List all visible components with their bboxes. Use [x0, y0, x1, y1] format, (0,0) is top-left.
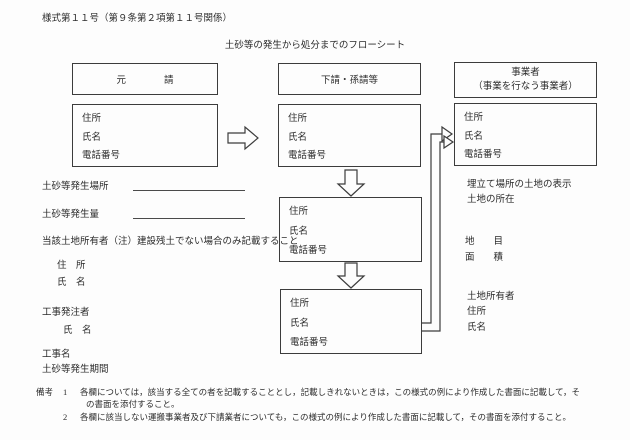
address-label: 住所	[82, 113, 102, 124]
generation-period-label: 土砂等発生期間	[42, 365, 109, 375]
remark-1-number: 1	[63, 387, 68, 397]
landfill-site-title-label: 埋立て場所の土地の表示	[467, 180, 572, 190]
subcontractor-detail-box-3: 住所 氏名 電話番号	[280, 289, 422, 354]
landowner-label: 土地所有者	[467, 292, 515, 302]
left-address-label: 住 所	[57, 261, 86, 271]
name-label: 氏名	[82, 132, 102, 143]
arrow-right-icon	[227, 125, 259, 151]
connector-arrowhead-icon	[441, 125, 454, 143]
arrow-down-icon	[336, 169, 366, 197]
fill-in-line-source-volume	[133, 218, 245, 219]
source-volume-label: 土砂等発生量	[42, 210, 100, 220]
phone-label: 電話番号	[290, 337, 329, 348]
source-site-label: 土砂等発生場所	[42, 182, 109, 192]
header-box-subcontractor: 下請・孫請等	[278, 63, 421, 95]
page-title: 土砂等の発生から処分までのフローシート	[224, 41, 406, 51]
name-label: 氏名	[289, 226, 309, 237]
phone-label: 電話番号	[288, 151, 327, 162]
remark-1-line1: 各欄については，該当する全ての者を記載することとし，記載しきれないときは，この様…	[80, 387, 581, 397]
remarks-label: 備考	[36, 387, 54, 397]
phone-label: 電話番号	[289, 245, 328, 256]
land-location-label: 土地の所在	[467, 195, 515, 205]
operator-label-line1: 事業者	[511, 68, 540, 78]
land-area-label: 面 積	[465, 253, 504, 263]
address-label: 住所	[464, 112, 484, 123]
form-number: 様式第１１号（第９条第２項第１１号関係）	[42, 14, 233, 24]
landowner-note-label: 当該土地所有者（注）建設残土でない場合のみ記載すること	[42, 237, 299, 247]
name-label: 氏名	[464, 131, 484, 142]
remark-2-number: 2	[63, 412, 68, 422]
phone-label: 電話番号	[82, 151, 121, 162]
remark-1-line2: の書面を添付すること。	[86, 399, 180, 409]
fill-in-line-source-site	[133, 190, 245, 191]
address-label: 住所	[290, 299, 310, 310]
prime-contractor-detail-box: 住所 氏名 電話番号	[72, 104, 218, 167]
subcontractor-detail-box-1: 住所 氏名 電話番号	[278, 104, 421, 167]
address-label: 住所	[288, 113, 308, 124]
prime-contractor-label: 元 請	[116, 76, 174, 86]
name-label: 氏名	[290, 318, 310, 329]
project-name-label: 工事名	[42, 350, 71, 360]
address-label: 住所	[289, 207, 309, 218]
construction-orderer-label: 工事発注者	[42, 308, 90, 318]
connector-line	[422, 133, 442, 324]
connector-arrowhead-icon	[443, 134, 455, 150]
operator-label-line2: （事業を行なう事業者）	[473, 82, 578, 92]
name-label: 氏名	[288, 132, 308, 143]
connector-line	[422, 141, 444, 332]
orderer-name-label: 氏 名	[63, 326, 92, 336]
remark-2-text: 各欄に該当しない運搬事業者及び下請業者についても，この様式の例により作成した書面…	[80, 412, 571, 422]
subcontractor-label: 下請・孫請等	[320, 76, 378, 86]
left-name-label: 氏 名	[57, 278, 86, 288]
operator-detail-box: 住所 氏名 電話番号	[454, 103, 597, 166]
land-category-label: 地 目	[465, 237, 504, 247]
header-box-operator: 事業者 （事業を行なう事業者）	[454, 62, 597, 98]
subcontractor-detail-box-2: 住所 氏名 電話番号	[279, 197, 422, 262]
phone-label: 電話番号	[464, 150, 503, 161]
arrow-down-icon	[336, 262, 366, 289]
right-address-label: 住所	[467, 307, 487, 317]
header-box-prime-contractor: 元 請	[72, 63, 218, 95]
right-name-label: 氏名	[467, 323, 487, 333]
